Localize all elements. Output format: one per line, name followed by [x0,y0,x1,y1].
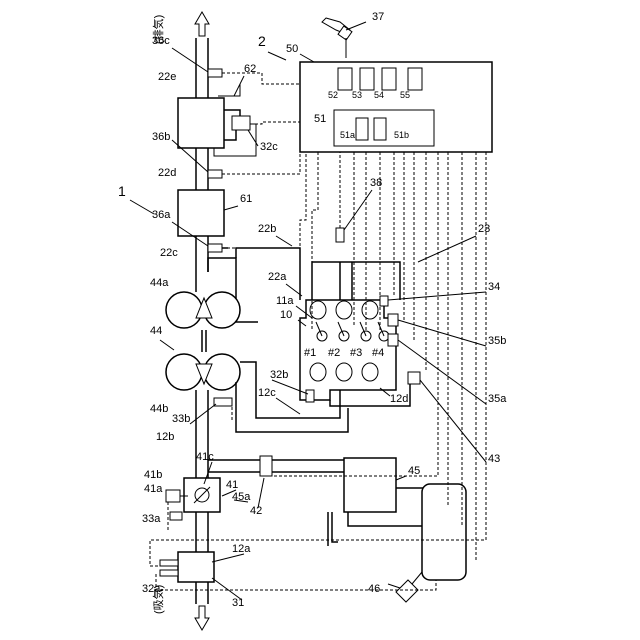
sensor-32c [232,116,250,130]
label-12c: 12c [258,387,276,399]
sensor-33b [214,398,232,406]
exhaust-pipe [196,38,258,322]
label-41b: 41b [144,469,162,481]
label-32b: 32b [270,369,288,381]
label-12b: 12b [156,431,174,443]
label-22c: 22c [160,247,178,259]
label-2: 2 [258,33,266,49]
label-51b: 51b [394,130,409,140]
exhaust-arrow [195,12,209,36]
fuel-filler-46 [396,580,418,602]
sensor-32a [160,560,178,566]
label-44b: 44b [150,403,168,415]
catalyst-62-housing [178,98,224,148]
label-55: 55 [400,90,410,100]
label-36a: 36a [152,209,171,221]
intake-arrow [195,606,209,630]
turbocharger-44 [166,292,240,390]
label-22e: 22e [158,71,176,83]
filter-61 [178,190,224,236]
sensor-35b [388,314,398,326]
label-35b: 35b [488,335,506,347]
throttle-sensor-41b [170,512,182,520]
ecu-block-54 [382,68,396,90]
sensor-36b [208,170,222,178]
sensor-36c [208,69,222,77]
label-42: 42 [250,505,262,517]
label-50: 50 [286,43,298,55]
label-41: 41 [226,479,238,491]
engine-10 [236,248,410,406]
label-44a: 44a [150,277,169,289]
label-51: 51 [314,113,326,125]
purge-valve-42 [260,456,272,476]
label-22d: 22d [158,167,176,179]
sensor-36a [208,244,222,252]
label-53: 53 [352,90,362,100]
label-cyl4: #4 [372,347,384,359]
sensor-43 [408,372,420,384]
ecu-block-51a [356,118,368,140]
label-cyl3: #3 [350,347,362,359]
label-52: 52 [328,90,338,100]
label-41c: 41c [196,451,214,463]
label-46: 46 [368,583,380,595]
label-51a: 51a [340,130,355,140]
label-38: 38 [370,177,382,189]
label-10: 10 [280,309,292,321]
label-22a: 22a [268,271,287,283]
label-35a: 35a [488,393,507,405]
sensor-34 [380,296,388,306]
accelerator-pedal-37 [322,18,352,58]
label-54: 54 [374,90,384,100]
label-1: 1 [118,183,126,199]
label-45: 45 [408,465,420,477]
label-61: 61 [240,193,252,205]
label-32c: 32c [260,141,278,153]
air-cleaner-31 [178,552,214,582]
label-31: 31 [232,597,244,609]
label-34: 34 [488,281,500,293]
fuel-tank-46 [422,484,466,580]
label-intake: (吸気) [151,585,165,614]
canister-45 [344,458,396,512]
sensor-38 [336,228,344,242]
ecu-block-52 [338,68,352,90]
label-41a: 41a [144,483,163,495]
sensor-35a [388,334,398,346]
label-cyl1: #1 [304,347,316,359]
label-22b: 22b [258,223,276,235]
sensor-32b [306,390,314,402]
label-33a: 33a [142,513,161,525]
label-33b: 33b [172,413,190,425]
label-37: 37 [372,11,384,23]
label-cyl2: #2 [328,347,340,359]
label-12d: 12d [390,393,408,405]
sensor-33a [160,570,178,576]
label-11a: 11a [276,295,294,307]
cylinders [310,301,389,381]
label-12a: 12a [232,543,251,555]
label-23: 23 [478,223,490,235]
label-43: 43 [488,453,500,465]
ecu-block-53 [360,68,374,90]
label-44: 44 [150,325,162,337]
ecu-block-55 [408,68,422,90]
label-36b: 36b [152,131,170,143]
label-exhaust: (排気) [151,15,165,44]
throttle-actuator-41a [166,490,180,502]
ecu-block-51b [374,118,386,140]
label-62: 62 [244,63,256,75]
